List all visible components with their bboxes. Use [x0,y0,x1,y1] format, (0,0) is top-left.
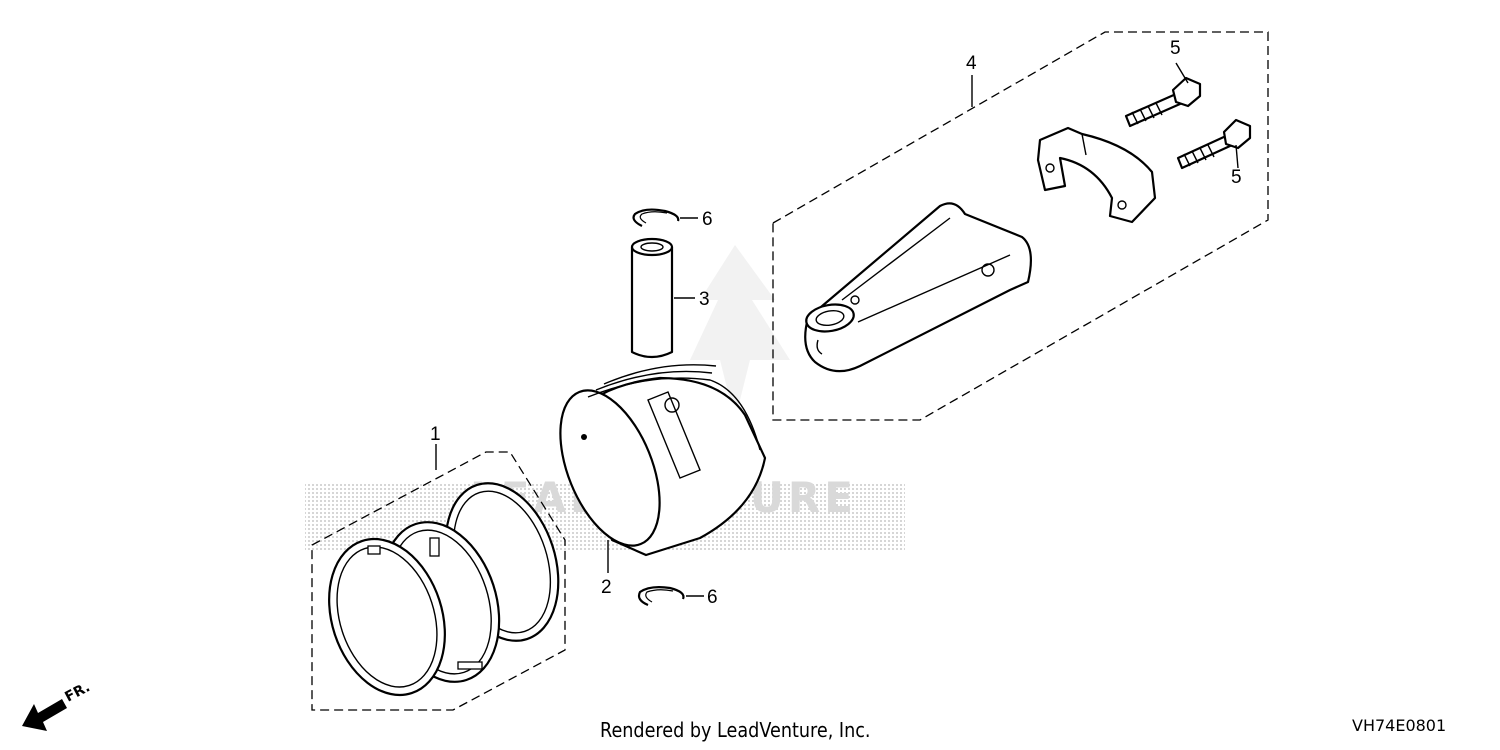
callout-2: 2 [601,577,612,598]
ring-set-group-box [311,451,566,711]
callout-6-lower: 6 [707,587,718,608]
piston-pin-clip-upper [632,208,680,227]
cap-bolt-lower [1176,118,1252,170]
callout-3: 3 [699,289,710,310]
piston-pin [630,237,674,359]
leader-lines [435,62,1239,597]
callout-5-upper: 5 [1170,38,1181,59]
connecting-rod [804,202,1033,373]
piston-pin-clip-lower [637,586,685,607]
front-label: FR. [62,679,92,705]
piston [559,364,767,557]
diagram-reference-code: VH74E0801 [1352,716,1447,735]
callout-6-upper: 6 [702,209,713,230]
piston-ring-set [328,482,560,697]
callout-4: 4 [966,53,977,74]
connecting-rod-cap [1036,126,1157,224]
front-arrow-icon [22,699,67,731]
rod-assembly-group-box [772,31,1269,421]
callout-1: 1 [430,424,441,445]
cap-bolt-upper [1124,76,1202,128]
footer-credit: Rendered by LeadVenture, Inc. [600,718,871,742]
callout-5-lower: 5 [1231,167,1242,188]
front-direction-marker: FR. [22,679,93,731]
